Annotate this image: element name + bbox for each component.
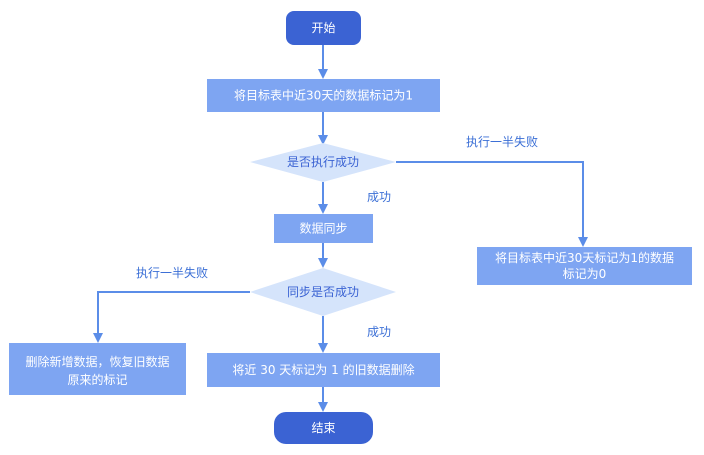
node-start: 开始 — [286, 11, 361, 45]
node-check-exec-success-label: 是否执行成功 — [287, 155, 359, 169]
node-mark-30-days: 将目标表中近30天的数据标记为1 — [207, 79, 440, 112]
node-mark-30-days-label: 将目标表中近30天的数据标记为1 — [234, 88, 413, 103]
node-restore-label-line2: 原来的标记 — [67, 372, 127, 387]
edge-label-exec-half-fail-top: 执行一半失败 — [466, 134, 538, 149]
node-end: 结束 — [274, 412, 373, 444]
node-check-exec-success: 是否执行成功 — [250, 143, 396, 182]
edge-label-exec-half-fail-left: 执行一半失败 — [136, 265, 208, 280]
edge-labels: 执行一半失败 成功 执行一半失败 成功 — [136, 134, 538, 339]
edge-check-to-reset-mark — [396, 161, 588, 247]
edge-label-success-2: 成功 — [367, 325, 391, 339]
edge-check-sync-to-restore — [93, 291, 250, 343]
node-restore-label-line1: 删除新增数据，恢复旧数据 — [25, 354, 169, 369]
node-data-sync-label: 数据同步 — [299, 221, 347, 236]
node-data-sync: 数据同步 — [274, 214, 373, 243]
node-reset-mark-label-line2: 标记为0 — [563, 267, 607, 281]
node-delete-old-marked: 将近 30 天标记为 1 的旧数据删除 — [207, 353, 440, 387]
node-check-sync-success-label: 同步是否成功 — [287, 285, 359, 299]
edges — [93, 45, 588, 412]
node-start-label: 开始 — [311, 21, 335, 35]
node-end-label: 结束 — [311, 421, 335, 435]
node-delete-old-marked-label: 将近 30 天标记为 1 的旧数据删除 — [232, 362, 414, 377]
node-reset-mark: 将目标表中近30天标记为1的数据 标记为0 — [477, 247, 692, 285]
node-restore: 删除新增数据，恢复旧数据 原来的标记 — [9, 343, 186, 395]
node-check-sync-success: 同步是否成功 — [250, 268, 396, 316]
node-reset-mark-label-line1: 将目标表中近30天标记为1的数据 — [495, 250, 674, 265]
edge-label-success-1: 成功 — [367, 190, 391, 204]
